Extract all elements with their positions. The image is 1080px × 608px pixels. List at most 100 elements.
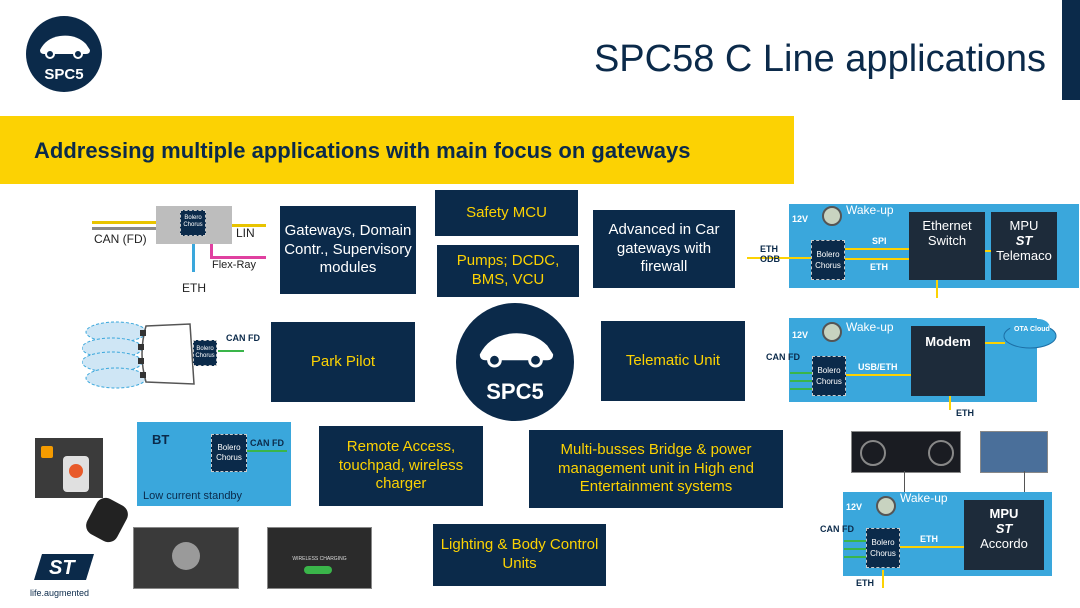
eth-label: ETH — [182, 281, 206, 295]
bt-canfd-wire — [247, 450, 287, 452]
modem-can-wire-1 — [790, 372, 812, 374]
modem-chip: Bolero Chorus — [812, 356, 846, 396]
park-sensors-diagram — [82, 321, 195, 389]
can-fd-label: CAN (FD) — [94, 232, 147, 246]
accordo-can-wire-2 — [844, 548, 866, 550]
console-photo — [133, 527, 239, 589]
bt-canfd-label: CAN FD — [250, 438, 284, 448]
subtitle-banner: Addressing multiple applications with ma… — [0, 116, 794, 184]
accordo-mpu-label: MPU — [989, 506, 1019, 521]
accordo-eth-down-wire — [882, 570, 884, 588]
accordo-eth-bottom-label: ETH — [856, 578, 874, 588]
pumps-box: Pumps; DCDC, BMS, VCU — [437, 245, 579, 297]
st-tagline: life.augmented — [30, 588, 90, 598]
park-chip: Bolero Chorus — [193, 340, 217, 366]
center-car-icon — [479, 333, 554, 368]
eth-chip: Bolero Chorus — [811, 240, 845, 280]
modem-power-icon — [822, 322, 842, 342]
spi-label: SPI — [872, 236, 887, 246]
spc5-logo: SPC5 — [26, 16, 102, 92]
eth-wire-panel — [845, 258, 909, 260]
accordo-wake-label: Wake-up — [900, 491, 948, 505]
modem-can-wire-3 — [790, 388, 812, 390]
touchscreen-photo — [980, 431, 1048, 473]
key-fob-icon — [82, 494, 132, 546]
spi-wire — [845, 248, 909, 250]
accordo-can-wire-1 — [844, 540, 866, 542]
dashboard-photo — [851, 431, 961, 473]
charging-indicator-icon — [304, 566, 332, 574]
ethernet-switch: Ethernet Switch — [909, 212, 985, 280]
telemaco-label: Telemaco — [996, 248, 1052, 263]
center-spc5-logo: SPC5 — [456, 303, 574, 421]
photo-connector-2 — [1024, 471, 1025, 493]
phone-app-icon — [69, 464, 83, 478]
flexray-label: Flex-Ray — [212, 259, 257, 271]
modem-cloud-wire — [985, 342, 1005, 344]
telematic-unit-box: Telematic Unit — [601, 321, 745, 401]
flexray-wire — [210, 256, 266, 259]
accordo-power-icon — [876, 496, 896, 516]
photo-connector-1 — [904, 471, 905, 493]
accordo-can-wire-3 — [844, 556, 866, 558]
modem-wake-label: Wake-up — [846, 320, 894, 334]
can-wire-yellow — [92, 221, 160, 224]
unlock-icon — [41, 446, 53, 458]
modem-eth-label: ETH — [956, 408, 974, 418]
lighting-box: Lighting & Body Control Units — [433, 524, 606, 586]
accordo-st-icon: ST — [995, 521, 1013, 536]
ota-cloud-icon — [1003, 319, 1057, 349]
accordo-label: Accordo — [980, 536, 1028, 551]
eth-odb-wire — [747, 257, 811, 259]
gauge-right-icon — [928, 440, 954, 466]
usb-eth-label: USB/ETH — [858, 362, 898, 372]
gateway-chip: Bolero Chorus — [180, 210, 206, 236]
switch-down-wire — [936, 280, 938, 298]
center-logo-text: SPC5 — [486, 379, 544, 404]
bt-label: BT — [152, 432, 170, 447]
switch-mpu-wire — [985, 250, 993, 252]
mpu-block: MPU ST Telemaco — [991, 212, 1057, 280]
modem-block: Modem — [911, 326, 985, 396]
gauge-left-icon — [860, 440, 886, 466]
safety-mcu-box: Safety MCU — [435, 190, 578, 236]
accordo-12v-label: 12V — [846, 502, 863, 512]
banner-text: Addressing multiple applications with ma… — [34, 138, 691, 163]
accordo-eth-label: ETH — [920, 534, 938, 544]
wireless-charger-photo: WIRELESS CHARGING — [267, 527, 372, 589]
accordo-eth-wire — [900, 546, 964, 548]
wake-up-label: Wake-up — [846, 203, 894, 217]
lin-wire — [232, 224, 266, 227]
mpu-label: MPU — [1009, 218, 1039, 233]
st-icon: ST — [1015, 233, 1033, 248]
park-canfd-wire — [218, 350, 244, 352]
standby-label: Low current standby — [143, 490, 243, 502]
usb-eth-wire — [846, 374, 912, 376]
bt-chip: Bolero Chorus — [211, 434, 247, 472]
multibus-box: Multi-busses Bridge & power management u… — [529, 430, 783, 508]
modem-12v-label: 12V — [792, 330, 809, 340]
ota-cloud-label: OTA Cloud — [1014, 326, 1050, 333]
gateways-box: Gateways, Domain Contr., Supervisory mod… — [280, 206, 416, 294]
12v-label: 12V — [792, 214, 809, 224]
advanced-gateway-box: Advanced in Car gateways with firewall — [593, 210, 735, 288]
logo-text: SPC5 — [44, 66, 84, 83]
phone-unlock-photo — [35, 438, 103, 498]
wireless-label: WIRELESS CHARGING — [292, 556, 347, 562]
car-icon — [40, 35, 90, 59]
svg-text:ST: ST — [49, 557, 76, 579]
eth-wire — [192, 244, 195, 272]
can-wire-gray — [92, 227, 160, 230]
lin-label: LIN — [236, 226, 255, 240]
remote-access-box: Remote Access, touchpad, wireless charge… — [319, 426, 483, 506]
st-logo: ST — [34, 552, 96, 586]
st-logo-icon: ST — [34, 554, 94, 580]
accordo-chip: Bolero Chorus — [866, 528, 900, 568]
modem-eth-down-wire — [949, 396, 951, 410]
touchpad-icon — [172, 542, 200, 570]
modem-canfd-label: CAN FD — [766, 352, 800, 362]
accordo-mpu-block: MPU ST Accordo — [964, 500, 1044, 570]
flexray-wire-v — [210, 244, 213, 258]
park-pilot-box: Park Pilot — [271, 322, 415, 402]
eth-odb-label: ETH ODB — [760, 244, 780, 264]
